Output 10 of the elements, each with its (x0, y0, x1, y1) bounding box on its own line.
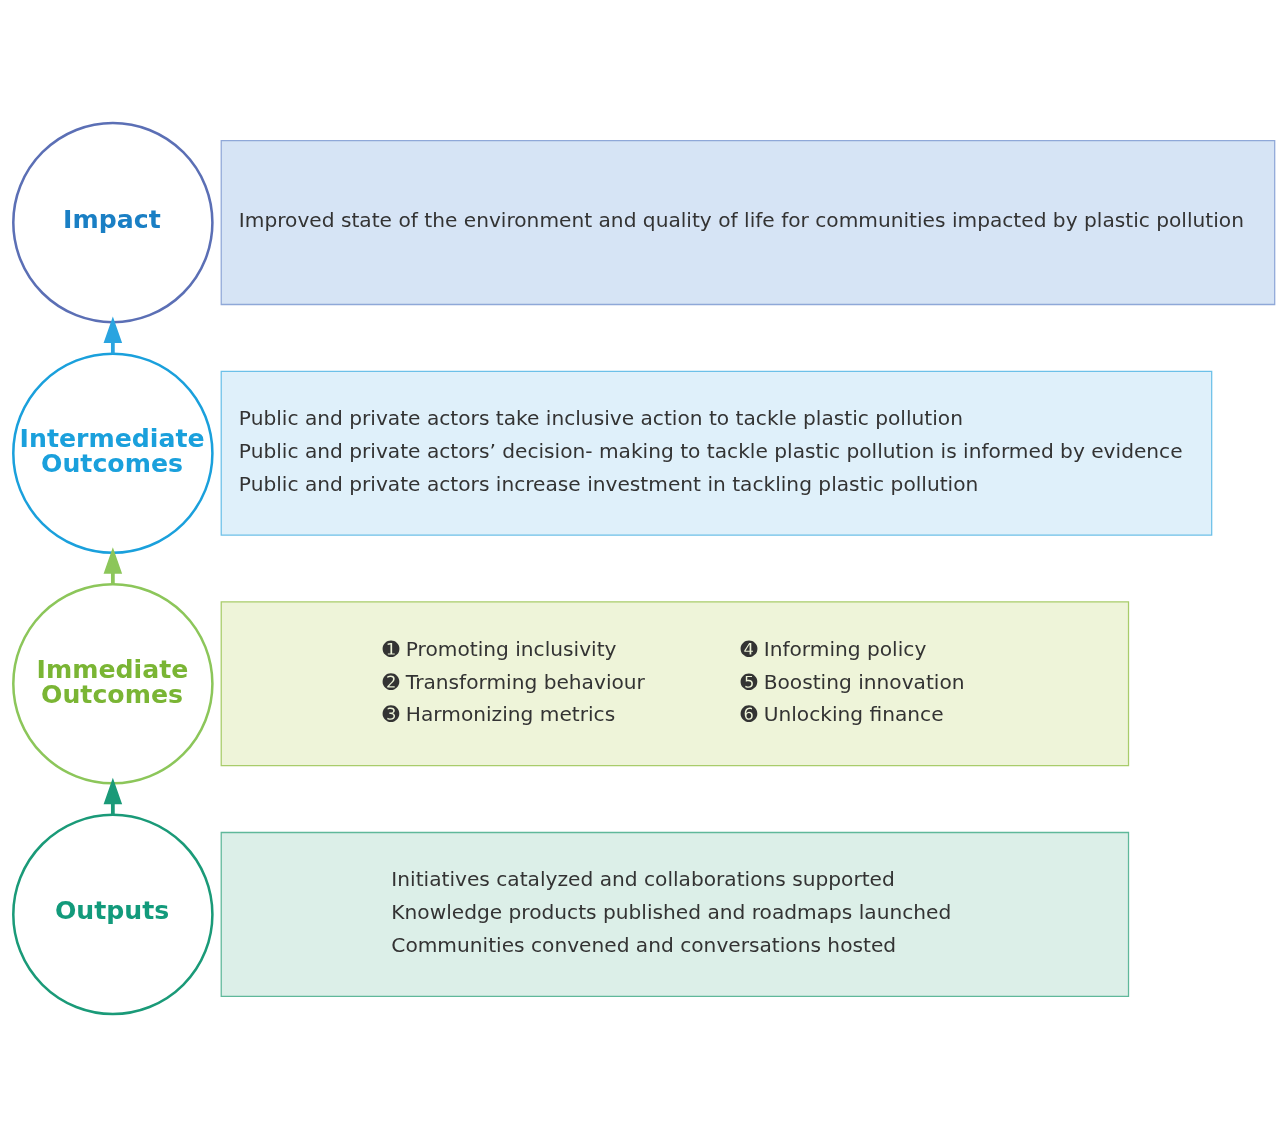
node-box: ➊ Promoting inclusivity ➍ Informing policy ➋ Transforming behaviour ➎ Boosting innovation ➌ Harmonizing metrics ➏ Unlocking finance (220, 601, 1130, 767)
node-circle: Intermediate Outcomes (12, 352, 214, 554)
node-box: Public and private actors take inclusive action to tackle plastic pollution Public and private actors’ decision- making to tackle plastic pollution is informed by evidence Public and private actors increase investment in tackling plastic pollution (220, 370, 1213, 536)
node-circle: Immediate Outcomes (12, 583, 214, 785)
node-circle: Outputs (12, 813, 214, 1016)
arrow (103, 777, 123, 815)
node-box: Improved state of the environment and quality of life for communities impacted by plastic pollution (220, 140, 1276, 306)
arrow (103, 316, 123, 354)
node-circle: Impact (12, 121, 214, 324)
node-box: Initiatives catalyzed and collaborations supported Knowledge products published and roadmaps launched Communities convened and conversations hosted (220, 831, 1130, 997)
